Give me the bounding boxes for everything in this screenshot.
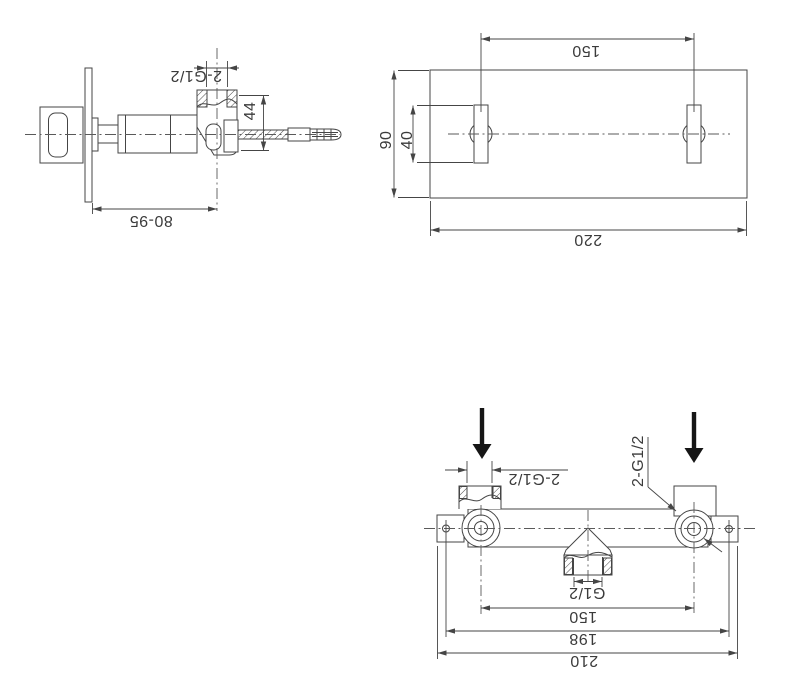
thread-hatch-left	[196, 89, 208, 108]
dim-plate-height-lines	[391, 70, 429, 198]
valve-body	[117, 114, 198, 154]
dim-side-height-lines	[239, 95, 269, 151]
screw-head	[205, 123, 222, 151]
handle	[39, 106, 84, 164]
dim-plate-spacing-lines	[481, 36, 694, 42]
inlet-hatch-right	[492, 486, 501, 499]
dim-inlet-spacing-lines	[481, 605, 694, 611]
dim-plate-slot-label: 40	[399, 130, 416, 150]
outlet-hatch-right	[603, 557, 612, 575]
inlet-break-line	[458, 494, 502, 503]
dim-plate-height-label: 90	[378, 130, 395, 150]
water-inlet-arrow-left	[472, 408, 492, 459]
dim-hole-spacing-label: 198	[568, 630, 598, 647]
dim-side-depth-label: 80-95	[129, 212, 173, 229]
outlet-hatch-left	[564, 557, 573, 575]
outlet-break-line	[563, 551, 613, 559]
dim-outlet-thread-lines	[573, 577, 603, 587]
callout-inlet-thread-label: 2-G1/2	[630, 435, 647, 487]
dim-plate-spacing-label: 150	[571, 42, 601, 59]
dim-hole-spacing-lines	[446, 628, 729, 634]
dim-side-height-label: 44	[242, 101, 259, 121]
side-view	[25, 48, 342, 214]
plate-view	[391, 33, 748, 236]
body-view	[424, 408, 757, 659]
dim-overall-width-lines	[437, 650, 738, 656]
dim-plate-width-lines	[430, 201, 747, 236]
stem	[97, 124, 119, 144]
dim-side-port-thread-lines	[194, 61, 239, 87]
dim-inlet-thread-lines	[445, 461, 568, 483]
dim-inlet-spacing-label: 150	[568, 608, 598, 625]
water-inlet-arrow-right	[684, 412, 704, 463]
escutcheon-plate	[84, 67, 93, 203]
break-line	[196, 98, 238, 108]
dim-side-depth-lines	[92, 203, 217, 214]
dim-side-port-thread-label: 2-G1/2	[170, 67, 222, 84]
handle-inset	[48, 112, 68, 158]
dim-plate-slot-lines	[410, 105, 473, 163]
dim-plate-width-label: 220	[573, 231, 603, 248]
dim-overall-width-label: 210	[569, 652, 599, 669]
inlet-hatch-left	[459, 486, 468, 499]
callout-inlet-thread-leader	[647, 437, 723, 553]
mount-ear-right	[710, 515, 739, 543]
dim-outlet-thread-label: G1/2	[568, 584, 606, 601]
rod-flange	[223, 119, 239, 153]
dim-inlet-thread-label: 2-G1/2	[508, 470, 560, 487]
